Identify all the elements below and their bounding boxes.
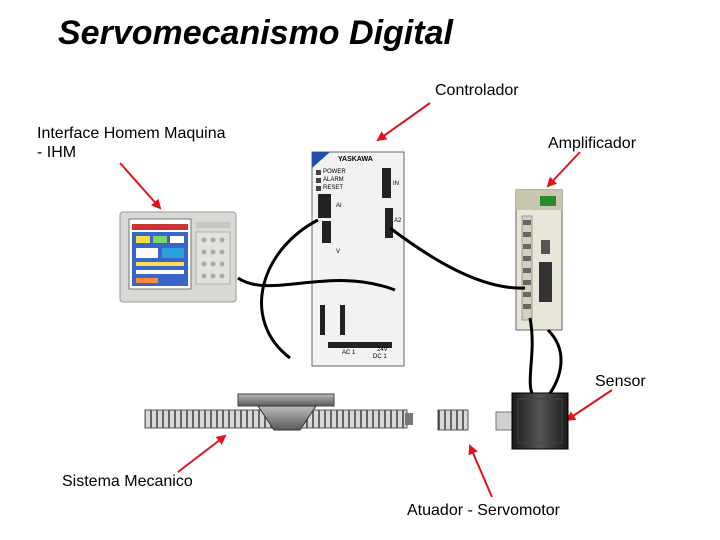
cable-controller-amplifier	[389, 226, 526, 290]
arrow-sistema-mecanico	[177, 434, 227, 473]
arrow-atuador	[468, 444, 493, 498]
servomotor	[495, 392, 569, 450]
arrow-amplificador	[546, 151, 581, 188]
controller-brand: YASKAWA	[338, 156, 373, 163]
cable-amplifier-motor-b	[546, 328, 563, 397]
controller-unit	[311, 151, 405, 367]
amplifier-unit	[515, 189, 563, 331]
page-title: Servomecanismo Digital	[58, 14, 453, 52]
controller-port-ai: AI	[336, 203, 342, 209]
controller-port-a2: A2	[394, 218, 402, 224]
controller-bottom-right: 24V	[377, 347, 388, 353]
cable-amplifier-motor-a	[528, 317, 541, 404]
cable-hmi-controller	[237, 276, 396, 292]
arrow-ihm	[119, 162, 162, 210]
hmi-device	[119, 211, 237, 303]
label-amplificador: Amplificador	[548, 135, 637, 152]
label-sensor: Sensor	[595, 373, 646, 390]
arrow-sensor	[565, 389, 613, 422]
controller-port-in: IN	[393, 181, 399, 187]
label-ihm-line2: - IHM	[37, 144, 77, 161]
label-ihm-line1: Interface Homem Maquina	[37, 125, 226, 142]
controller-led-alarm: ALARM	[323, 177, 344, 183]
label-sistema-mecanico: Sistema Mecanico	[62, 473, 193, 490]
controller-bottom-right2: DC 1	[373, 354, 387, 360]
controller-led-reset: RESET	[323, 185, 344, 191]
lead-screw-assembly	[144, 393, 469, 431]
label-controlador: Controlador	[435, 82, 519, 99]
controller-port-v: V	[336, 249, 341, 255]
controller-led-power: POWER	[323, 169, 346, 175]
controller-bottom-left: AC 1	[342, 350, 356, 356]
arrow-controlador	[376, 102, 431, 142]
label-atuador: Atuador - Servomotor	[407, 502, 560, 519]
cable-controller-hmi-loop	[260, 218, 319, 360]
